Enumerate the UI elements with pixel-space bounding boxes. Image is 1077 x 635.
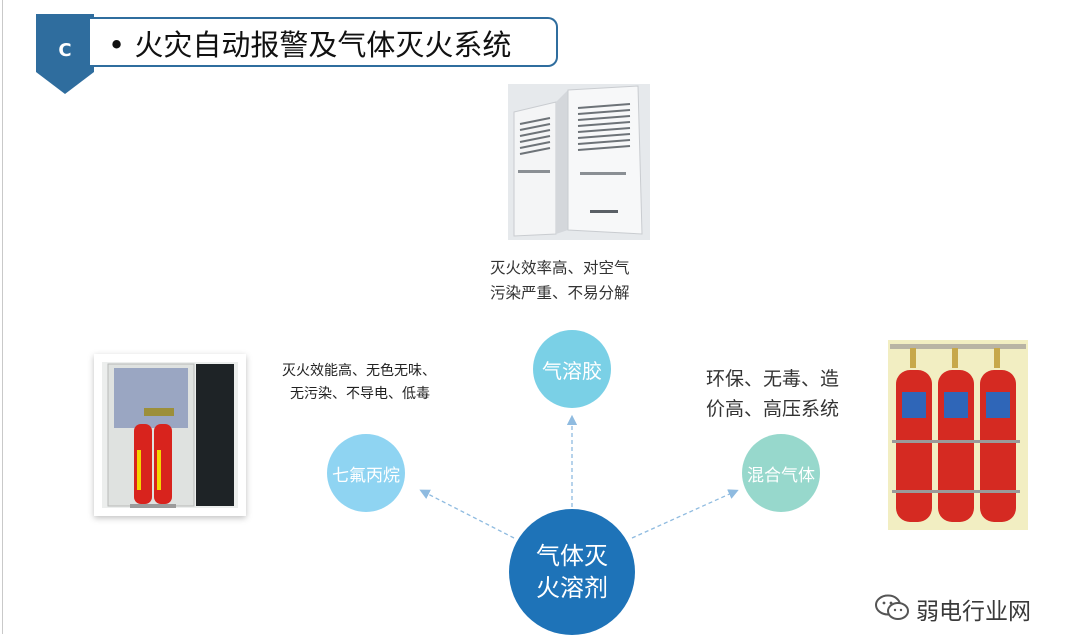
title-box	[90, 17, 558, 67]
aerosol-description-line1: 灭火效率高、对空气	[490, 259, 630, 277]
aerosol-description-line2: 污染严重、不易分解	[490, 284, 630, 302]
arrow-to-hfc	[419, 489, 515, 539]
arrow-to-mixed	[631, 489, 739, 539]
mixed-gas-cylinders-photo	[888, 340, 1028, 530]
mixed-gas-description-line2: 价高、高压系统	[706, 398, 840, 420]
slide-title: • 火灾自动报警及气体灭火系统	[108, 28, 512, 62]
mixed-gas-description: 环保、无毒、造 价高、高压系统	[706, 364, 839, 424]
wechat-icon	[875, 594, 909, 620]
gas-extinguishing-agent-node: 气体灭 火溶剂	[509, 509, 635, 635]
hfc-description-line2: 无污染、不导电、低毒	[290, 386, 430, 402]
aerosol-description: 灭火效率高、对空气 污染严重、不易分解	[490, 256, 630, 306]
watermark-text: 弱电行业网	[916, 599, 1031, 625]
section-badge-letter: C	[58, 40, 72, 61]
center-node-line1: 气体灭	[536, 542, 608, 570]
hfc-node: 七氟丙烷	[327, 434, 405, 512]
slide-left-border	[2, 0, 3, 634]
aerosol-node: 气溶胶	[533, 330, 611, 408]
hfc-description-line1: 灭火效能高、无色无味、	[282, 363, 436, 379]
hfc-cylinder-cabinet-photo	[94, 354, 246, 516]
center-node-line2: 火溶剂	[536, 574, 608, 602]
hfc-description: 灭火效能高、无色无味、 无污染、不导电、低毒	[282, 360, 436, 406]
mixed-gas-description-line1: 环保、无毒、造	[706, 368, 840, 390]
section-badge	[36, 14, 94, 94]
control-cabinet-photo	[508, 84, 650, 240]
mixed-gas-node: 混合气体	[742, 434, 820, 512]
